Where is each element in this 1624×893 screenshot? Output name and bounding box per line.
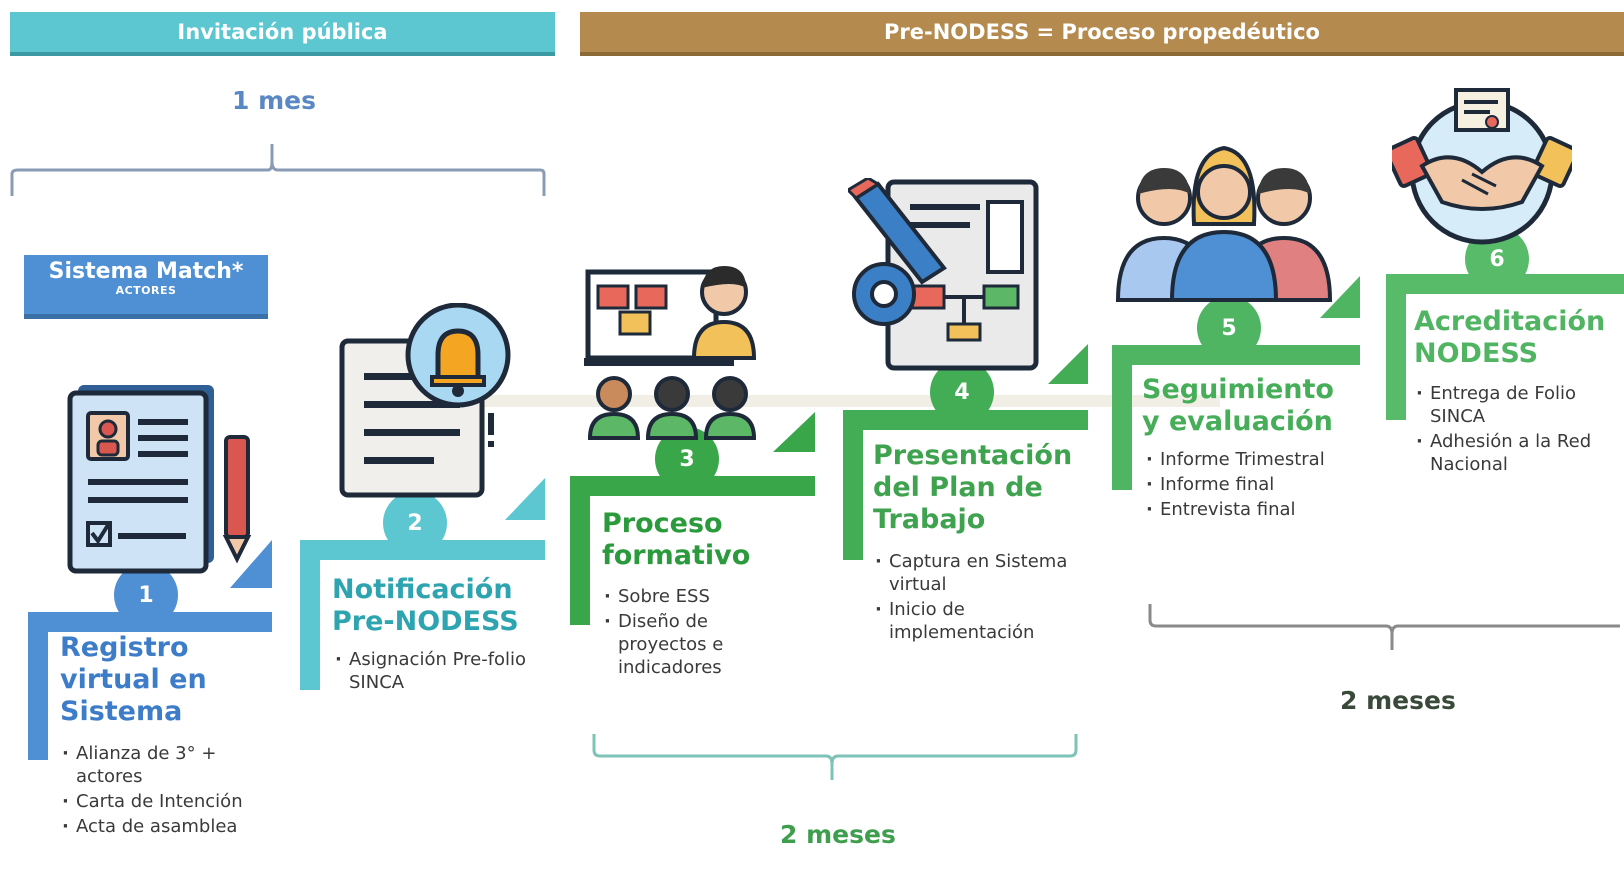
- step-2-bar: [300, 540, 545, 690]
- list-item: Acta de asamblea: [60, 815, 260, 838]
- list-item: Diseño de proyectos e indicadores: [602, 610, 802, 679]
- list-item: Informe Trimestral: [1144, 448, 1354, 471]
- handshake-certificate-icon: [1392, 88, 1572, 245]
- step-4-number: 4: [930, 360, 994, 424]
- list-item: Adhesión a la Red Nacional: [1414, 430, 1619, 476]
- step-4-triangle: [1048, 344, 1088, 384]
- step-1-items: Alianza de 3° + actores Carta de Intenci…: [60, 742, 260, 840]
- team-people-icon: [1115, 145, 1333, 302]
- duration-bottom-right-label: 2 meses: [1340, 686, 1456, 715]
- bottom-right-brace: [1148, 604, 1620, 650]
- list-item: Sobre ESS: [602, 585, 802, 608]
- banner-invitacion: Invitación pública: [10, 12, 555, 56]
- step-5-bar: [1112, 345, 1360, 490]
- document-form-icon: [67, 385, 252, 574]
- step-3-triangle: [773, 412, 815, 452]
- step-1-number: 1: [114, 563, 178, 627]
- duration-bottom-left-label: 2 meses: [780, 820, 896, 849]
- sistema-match-subtitle: ACTORES: [115, 284, 177, 297]
- plan-document-icon: [848, 178, 1039, 371]
- banner-prenodess: Pre-NODESS = Proceso propedéutico: [580, 12, 1624, 56]
- top-brace: [10, 144, 546, 196]
- notification-bell-icon: [339, 303, 511, 498]
- list-item: Informe final: [1144, 473, 1354, 496]
- sistema-match-title: Sistema Match*: [48, 259, 244, 284]
- step-2-number: 2: [383, 491, 447, 555]
- list-item: Inicio de implementación: [873, 598, 1083, 644]
- list-item: Alianza de 3° + actores: [60, 742, 260, 788]
- step-1-triangle: [230, 540, 272, 588]
- step-6-items: Entrega de Folio SINCA Adhesión a la Red…: [1414, 382, 1619, 478]
- step-4-items: Captura en Sistema virtual Inicio de imp…: [873, 550, 1083, 646]
- step-5-number: 5: [1197, 296, 1261, 360]
- step-4-bar: [843, 410, 1088, 560]
- step-5-items: Informe Trimestral Informe final Entrevi…: [1144, 448, 1354, 523]
- step-2-items: Asignación Pre-folio SINCA: [333, 648, 533, 696]
- step-3-items: Sobre ESS Diseño de proyectos e indicado…: [602, 585, 802, 681]
- training-presentation-icon: [584, 266, 757, 440]
- duration-top-label: 1 mes: [232, 86, 316, 115]
- bottom-left-brace: [592, 734, 1078, 780]
- step-3-bar: [570, 476, 815, 625]
- list-item: Asignación Pre-folio SINCA: [333, 648, 533, 694]
- step-6-bar: [1386, 274, 1624, 420]
- step-1-bar: [28, 612, 272, 760]
- list-item: Carta de Intención: [60, 790, 260, 813]
- step-5-triangle: [1320, 276, 1360, 318]
- list-item: Captura en Sistema virtual: [873, 550, 1083, 596]
- step-2-triangle: [505, 478, 545, 520]
- list-item: Entrega de Folio SINCA: [1414, 382, 1619, 428]
- sistema-match-box: Sistema Match* ACTORES: [24, 255, 268, 319]
- list-item: Entrevista final: [1144, 498, 1354, 521]
